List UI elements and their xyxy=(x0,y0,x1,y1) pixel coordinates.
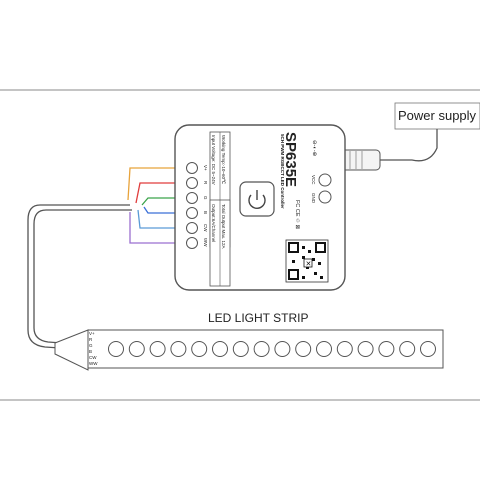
terminal-label-b: B xyxy=(203,211,208,214)
spec-panel-right: Output:6A/Channel Total Output Max. 12A xyxy=(209,199,231,287)
power-supply-wire xyxy=(380,129,438,162)
terminal-label-r: R xyxy=(203,181,208,185)
terminal-gnd xyxy=(318,190,332,204)
led xyxy=(191,341,208,357)
led xyxy=(274,341,291,357)
led xyxy=(170,341,187,357)
wire-v-plus xyxy=(127,167,185,201)
strip-pin-label: V+ xyxy=(89,331,95,336)
terminal-cw xyxy=(186,222,198,234)
terminal-label-gnd: GND xyxy=(311,193,316,204)
led-row xyxy=(108,341,436,357)
power-button[interactable] xyxy=(239,181,275,217)
led xyxy=(232,341,249,357)
strip-pin-label: CW xyxy=(89,355,97,360)
cable-to-strip xyxy=(27,204,130,349)
terminal-label-v-plus: V+ xyxy=(203,165,208,171)
led xyxy=(149,341,166,357)
strip-connector xyxy=(54,329,89,371)
wire-ww xyxy=(129,212,185,244)
spec-input-voltage: Input Voltage: DC 5~24V xyxy=(211,135,216,185)
terminal-label-cw: CW xyxy=(203,224,208,232)
wire-red xyxy=(135,182,185,204)
terminal-label-g: G xyxy=(203,196,208,200)
power-terminal-block: VCC GND ⊖-◐-⊕ xyxy=(311,140,332,204)
dc-plug xyxy=(339,149,381,171)
controller-box: V+ R G B CW WW Input Voltage: DC 5~24V W… xyxy=(174,124,346,291)
terminal-r xyxy=(186,177,198,189)
terminal-g xyxy=(186,192,198,204)
certification-marks: FC CE ♲ ⊠ xyxy=(294,200,301,229)
terminal-v-plus xyxy=(186,162,198,174)
spec-working-temp: Working Temp:-10~60℃ xyxy=(221,135,226,185)
strip-pin-label: G xyxy=(89,343,93,348)
wire-blue xyxy=(143,206,185,214)
led xyxy=(212,341,228,357)
power-icon xyxy=(248,190,266,209)
wire-green xyxy=(141,197,185,206)
power-supply-label: Power supply xyxy=(398,108,477,123)
led xyxy=(399,341,416,357)
spec-total-output: Total Output Max. 12A xyxy=(221,204,226,249)
led xyxy=(357,341,374,357)
left-terminal-block: V+ R G B CW WW xyxy=(186,162,208,249)
terminal-ww xyxy=(186,237,198,249)
power-supply-callout: Power supply xyxy=(380,102,480,162)
led xyxy=(108,341,124,357)
qr-code: ✕ xyxy=(285,239,329,283)
controller-wires xyxy=(27,167,185,349)
led xyxy=(378,341,395,357)
controller-subtitle: 5CH PWM RGBCCT LED Controller xyxy=(280,134,285,209)
led xyxy=(253,341,270,357)
terminal-vcc xyxy=(318,173,332,187)
strip-pin-label: R xyxy=(89,337,93,342)
terminal-label-vcc: VCC xyxy=(311,175,316,185)
led xyxy=(128,341,145,357)
led xyxy=(420,341,436,357)
strip-pin-label: WW xyxy=(89,361,98,366)
led xyxy=(295,341,312,357)
spec-output: Output:6A/Channel xyxy=(211,204,216,242)
terminal-b xyxy=(186,207,198,219)
dc-polarity-symbol: ⊖-◐-⊕ xyxy=(311,140,317,157)
strip-title: LED LIGHT STRIP xyxy=(208,311,308,325)
wire-cw xyxy=(137,209,185,229)
model-name: SP635E xyxy=(282,132,299,187)
strip-pin-label: B xyxy=(89,349,92,354)
terminal-label-ww: WW xyxy=(203,238,208,247)
led xyxy=(316,341,332,357)
svg-text:✕: ✕ xyxy=(306,261,312,268)
led xyxy=(336,341,353,357)
